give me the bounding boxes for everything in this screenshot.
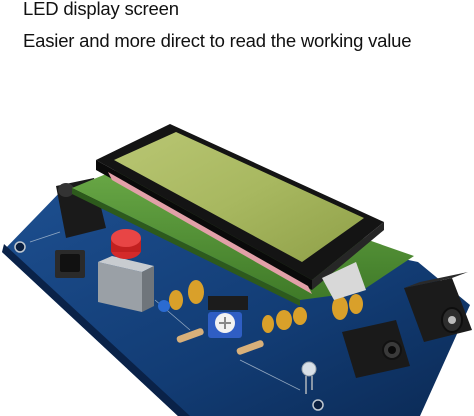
lcd-glass — [114, 132, 364, 262]
pcb-edge — [2, 244, 190, 416]
red-push-button — [98, 229, 154, 312]
trimmer-potentiometer — [208, 312, 242, 338]
mounting-hole — [14, 241, 26, 253]
caption-heading: LED display screen — [23, 0, 179, 19]
mounting-hole — [312, 399, 324, 411]
audio-jack — [342, 320, 410, 378]
dc-power-jack — [404, 272, 472, 342]
lcd-bracket — [322, 262, 366, 300]
clear-led — [301, 361, 317, 394]
caption-subheading: Easier and more direct to read the worki… — [23, 30, 412, 51]
tactile-button — [55, 250, 85, 278]
components — [158, 280, 363, 355]
